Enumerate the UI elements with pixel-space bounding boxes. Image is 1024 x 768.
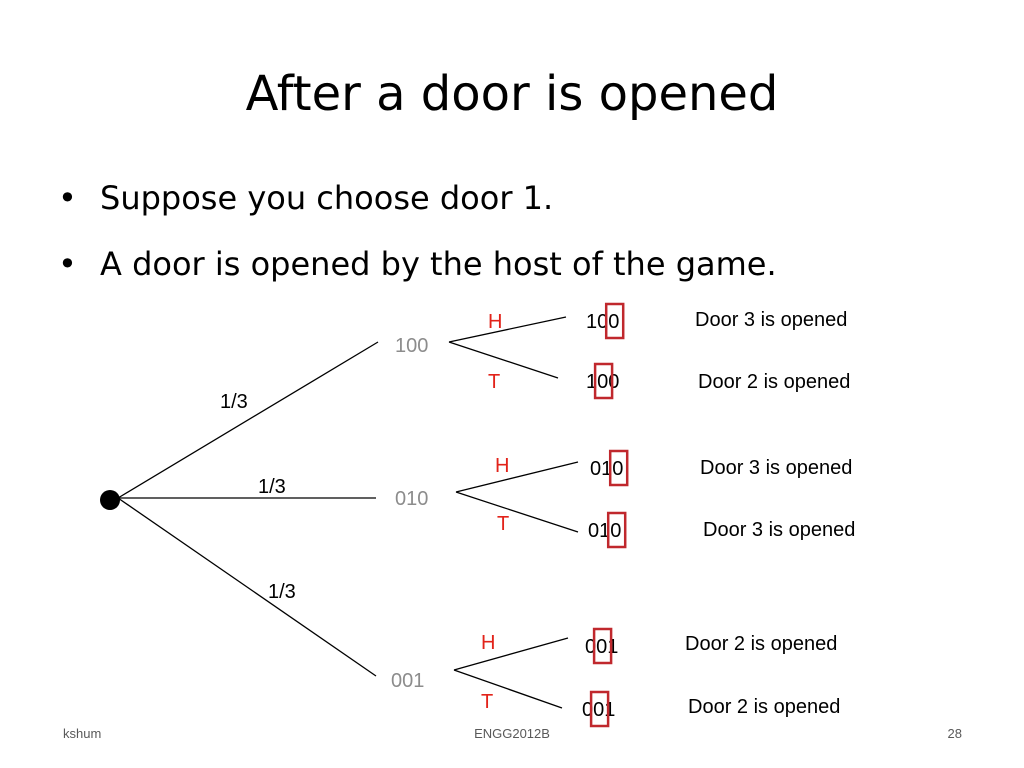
coin-flip-label: T	[497, 513, 509, 535]
bullet-icon: •	[58, 179, 77, 217]
branch-probability-label: 1/3	[220, 391, 248, 413]
footer-author: kshum	[63, 726, 102, 741]
outcome-label: 001	[585, 636, 618, 658]
outcome-label: 010	[590, 458, 623, 480]
tree-node-label: 001	[391, 670, 424, 692]
bullet-text: A door is opened by the host of the game…	[100, 245, 777, 283]
bullet-list: • Suppose you choose door 1. • A door is…	[58, 172, 777, 304]
door-result-label: Door 2 is opened	[685, 633, 837, 655]
opened-door-highlight-box	[593, 362, 614, 400]
outcome-label: 100	[586, 311, 619, 333]
tree-branch	[117, 497, 377, 677]
opened-door-highlight-box	[608, 449, 629, 487]
tree-node-label: 100	[395, 335, 428, 357]
outcome-label: 001	[582, 699, 615, 721]
tree-branch	[117, 341, 379, 499]
door-result-label: Door 2 is opened	[698, 371, 850, 393]
coin-flip-label: H	[495, 455, 509, 477]
bullet-item: • Suppose you choose door 1.	[58, 172, 777, 224]
coin-branch	[455, 491, 579, 533]
branch-probability-label: 1/3	[258, 476, 286, 498]
coin-branch	[448, 341, 559, 379]
door-result-label: Door 2 is opened	[688, 696, 840, 718]
bullet-item: • A door is opened by the host of the ga…	[58, 238, 777, 290]
opened-door-highlight-box	[589, 690, 610, 728]
coin-flip-label: H	[488, 311, 502, 333]
tree-node-label: 010	[395, 488, 428, 510]
coin-branch	[448, 316, 567, 343]
bullet-icon: •	[58, 245, 77, 283]
coin-branch	[453, 669, 563, 709]
coin-branch	[453, 637, 569, 671]
branch-probability-label: 1/3	[268, 581, 296, 603]
root-node	[100, 490, 120, 510]
door-result-label: Door 3 is opened	[700, 457, 852, 479]
coin-flip-label: T	[481, 691, 493, 713]
opened-door-highlight-box	[606, 511, 627, 549]
coin-flip-label: T	[488, 371, 500, 393]
slide-title: After a door is opened	[245, 66, 779, 122]
door-result-label: Door 3 is opened	[703, 519, 855, 541]
outcome-label: 100	[586, 371, 619, 393]
coin-branch	[455, 461, 579, 493]
coin-flip-label: H	[481, 632, 495, 654]
outcome-label: 010	[588, 520, 621, 542]
footer-course: ENGG2012B	[474, 726, 550, 741]
footer-page-number: 28	[947, 726, 962, 741]
bullet-text: Suppose you choose door 1.	[100, 179, 554, 217]
opened-door-highlight-box	[592, 627, 613, 665]
door-result-label: Door 3 is opened	[695, 309, 847, 331]
opened-door-highlight-box	[604, 302, 625, 340]
